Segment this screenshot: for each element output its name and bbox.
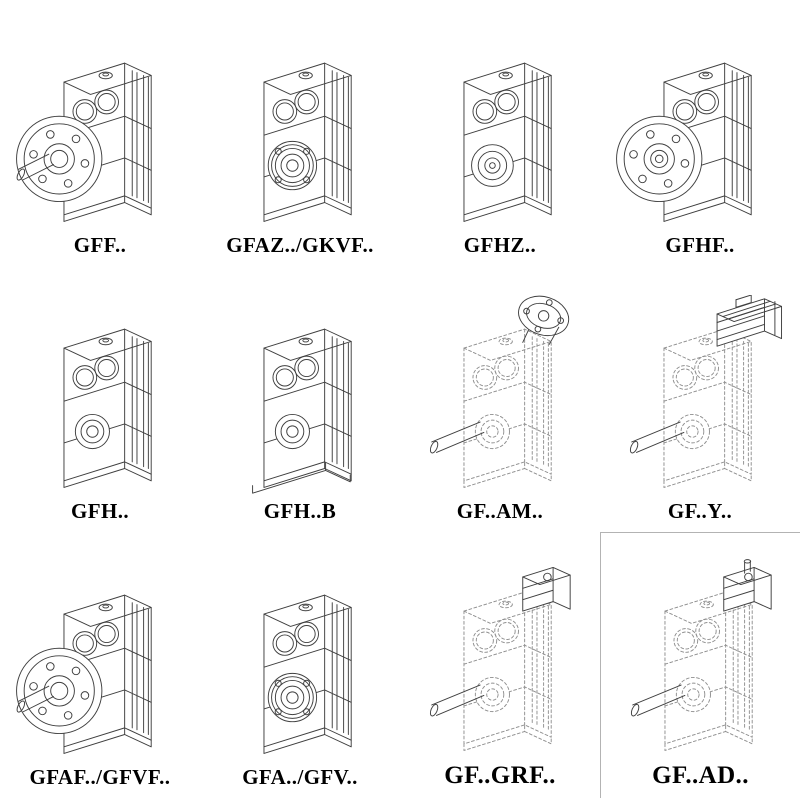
gearbox-bore-flange-drawing (263, 62, 352, 222)
gearbox-phantom-with-motor-drawing (628, 295, 783, 488)
gearbox-large-flange-drawing (616, 62, 752, 222)
gearbox-flange-drawing (15, 594, 152, 754)
catalog-cell-gf-grf: GF..GRF.. (400, 532, 600, 798)
model-label: GF..AD.. (652, 762, 749, 789)
model-label: GFH..B (263, 499, 337, 523)
gearbox-shaft-mounted-drawing (63, 328, 152, 488)
catalog-cell-gfaz-gkvf: GFAZ../GKVF.. (200, 0, 400, 266)
catalog-cell-gf-y: GF..Y.. (600, 266, 800, 532)
gearbox-shaft-mounted-base-drawing (252, 328, 352, 494)
catalog-cell-gfa-gfv: GFA../GFV.. (200, 532, 400, 798)
gearbox-phantom-input-shaft-block-drawing (628, 559, 772, 751)
model-label: GF..AM.. (456, 499, 544, 523)
model-label: GFHZ.. (463, 233, 537, 257)
gearbox-flange-solid-shaft-drawing (15, 62, 152, 222)
catalog-cell-gfhz: GFHZ.. (400, 0, 600, 266)
gearbox-phantom-adapter-block-drawing (428, 567, 571, 751)
catalog-cell-gfhf: GFHF.. (600, 0, 800, 266)
model-label: GFH.. (71, 499, 129, 523)
catalog-cell-gf-ad: GF..AD.. (600, 532, 800, 798)
model-label: GFAF../GFVF.. (29, 765, 171, 789)
catalog-cell-gff: GFF.. (0, 0, 200, 266)
gearbox-phantom-input-flange-drawing (428, 295, 575, 488)
catalog-cell-gfh: GFH.. (0, 266, 200, 532)
model-label: GFHF.. (665, 233, 735, 257)
model-label: GFF.. (73, 233, 127, 257)
gearbox-hollow-shaft-drawing (463, 62, 552, 222)
catalog-cell-gfh-b: GFH..B (200, 266, 400, 532)
gearbox-hollow-shaft-flange-drawing (263, 594, 352, 754)
catalog-cell-gfaf-gfvf: GFAF../GFVF.. (0, 532, 200, 798)
model-label: GF..GRF.. (444, 762, 556, 789)
catalog-cell-gf-am: GF..AM.. (400, 266, 600, 532)
model-label: GFA../GFV.. (242, 765, 358, 789)
model-label: GF..Y.. (667, 499, 733, 523)
model-label: GFAZ../GKVF.. (226, 233, 374, 257)
